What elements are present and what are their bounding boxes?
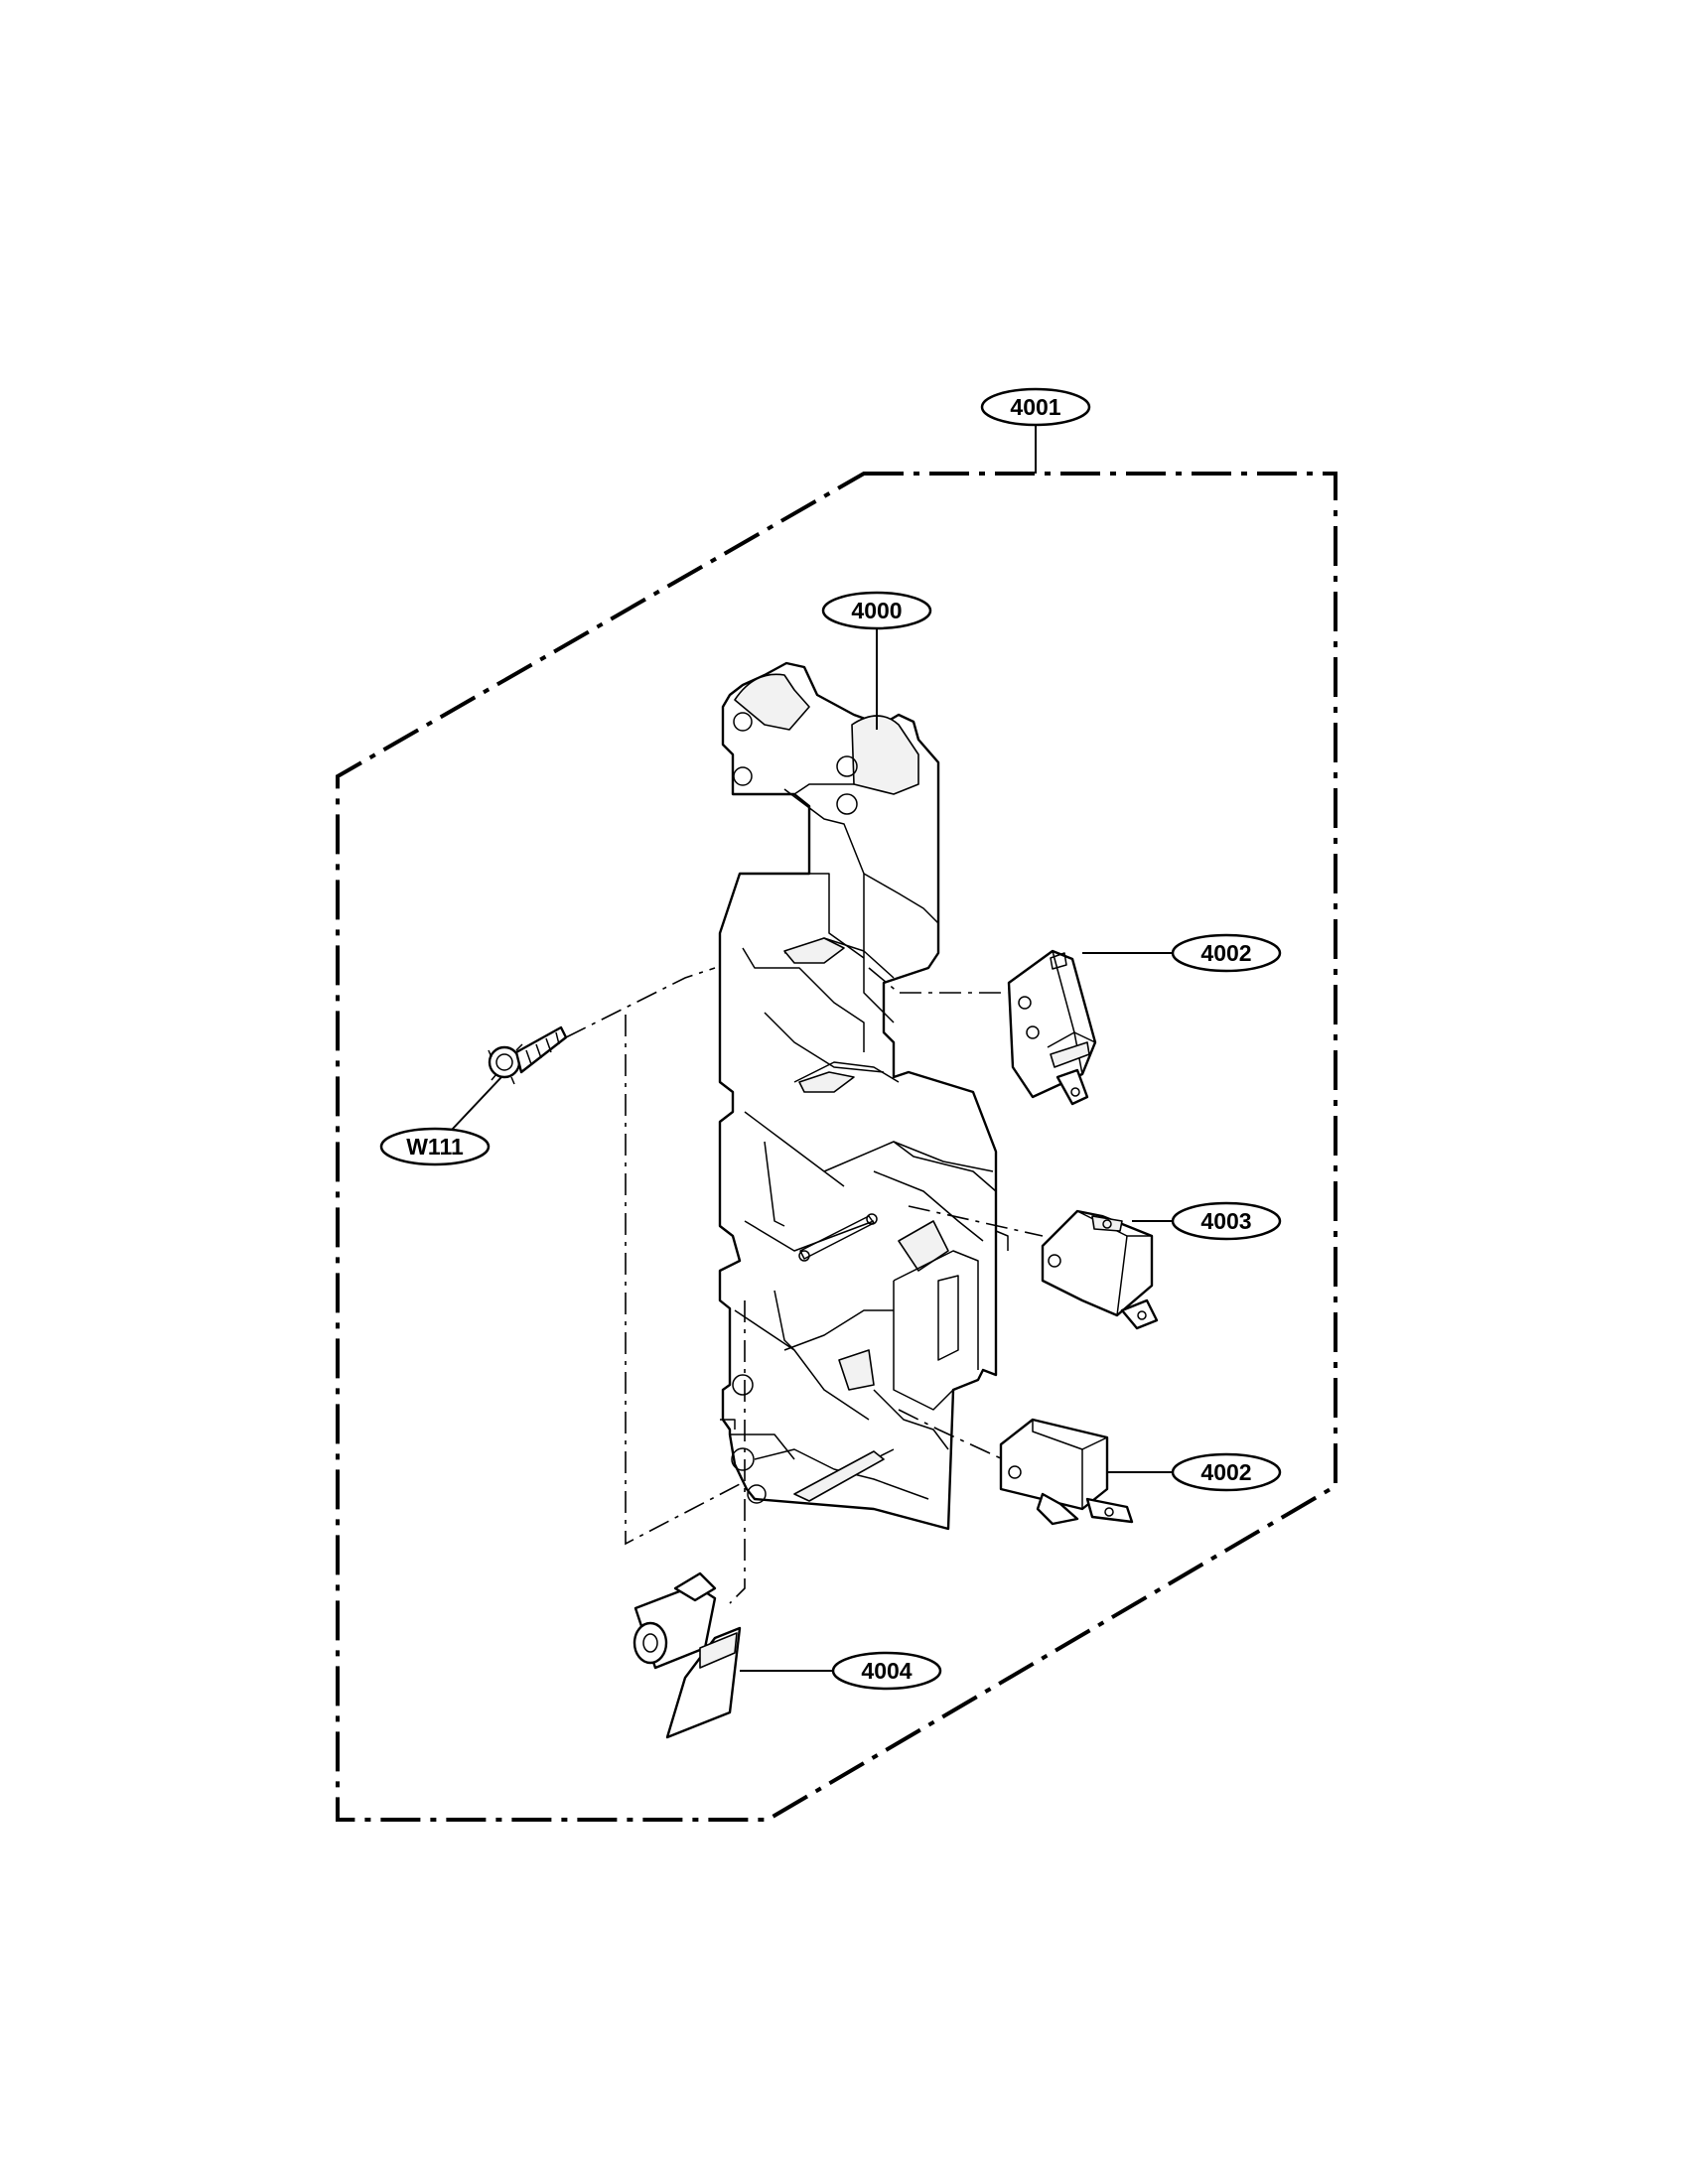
lever [633, 1571, 742, 1739]
callout-w111: W111 [379, 1127, 491, 1166]
callout-4003: 4003 [1171, 1201, 1282, 1241]
callout-4002-bottom: 4002 [1171, 1452, 1282, 1492]
switch-top [1007, 949, 1097, 1106]
switch-middle [1041, 1209, 1159, 1330]
svg-text:4004: 4004 [861, 1658, 912, 1684]
callout-4000: 4000 [821, 591, 932, 630]
svg-text:4003: 4003 [1200, 1208, 1251, 1234]
svg-text:4000: 4000 [851, 598, 902, 623]
svg-text:4002: 4002 [1200, 1459, 1251, 1485]
assembly-boundary [336, 472, 1337, 1822]
callout-4001: 4001 [980, 387, 1091, 427]
interlock-frame [718, 661, 1009, 1531]
callout-4002-top: 4002 [1171, 933, 1282, 973]
callout-4004: 4004 [831, 1651, 942, 1691]
svg-text:4002: 4002 [1200, 940, 1251, 966]
svg-text:W111: W111 [406, 1134, 464, 1160]
leader-lines [451, 425, 1172, 1672]
assembly-guides [565, 967, 1044, 1604]
screw [488, 1025, 568, 1085]
svg-text:4001: 4001 [1010, 394, 1060, 420]
switch-bottom [999, 1418, 1134, 1526]
